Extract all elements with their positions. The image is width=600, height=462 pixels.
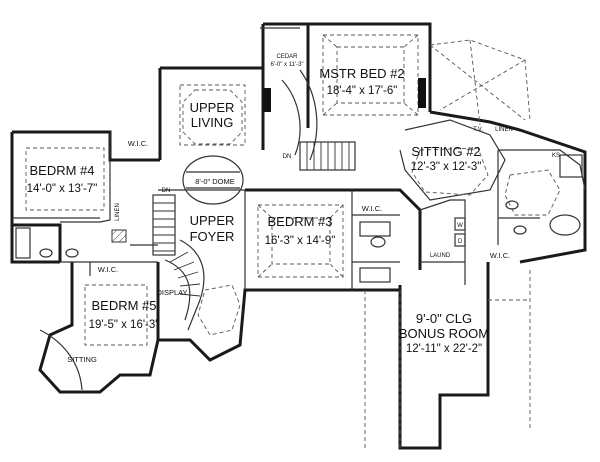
bonus-dims: 12'-11" x 22'-2" — [406, 343, 482, 355]
fireplace-right — [418, 78, 426, 108]
cedar-dims: 6'-0" x 11'-3" — [270, 62, 303, 68]
bedrm3-dims: 16'-3" x 14'-9" — [265, 235, 336, 247]
room-bedrm3: BEDRM #3 16'-3" x 14'-9" — [265, 214, 336, 247]
room-sitting2: SITTING #2 12'-3" x 12'-3" — [411, 144, 482, 173]
ceiling-outlines — [25, 34, 561, 450]
bonus-ceiling: 9'-0" CLG — [416, 311, 472, 326]
linen-label-left: LINEN — [115, 203, 121, 221]
washer-label: W — [457, 223, 463, 229]
wic-label-master: W.I.C. — [490, 251, 510, 260]
fireplace-left — [263, 88, 271, 112]
tv-label: T.V. — [473, 127, 483, 133]
bath-fixtures — [15, 154, 583, 283]
wic-label-bedrm4: W.I.C. — [128, 139, 148, 148]
dn-label-hall: DN — [283, 154, 292, 160]
ks-label: KS — [552, 153, 560, 159]
room-mstr-bed: MSTR BED #2 18'-4" x 17'-6" — [319, 66, 404, 97]
bedrm5-dims: 19'-5" x 16'-3" — [89, 319, 160, 331]
cedar-name: CEDAR — [276, 54, 298, 60]
chase-hatch — [111, 229, 127, 243]
room-upper-living: UPPER LIVING — [190, 100, 235, 130]
room-bonus: 9'-0" CLG BONUS ROOM 12'-11" x 22'-2" — [399, 311, 489, 355]
room-cedar: CEDAR 6'-0" x 11'-3" — [270, 54, 303, 68]
mstr-bed-dims: 18'-4" x 17'-6" — [327, 85, 398, 97]
upper-foyer-line2: FOYER — [190, 229, 235, 244]
room-bedrm4: BEDRM #4 14'-0" x 13'-7" — [27, 163, 98, 195]
upper-foyer-line1: UPPER — [190, 213, 235, 228]
wic-label-bedrm5: W.I.C. — [98, 265, 118, 274]
room-bedrm5: BEDRM #5 19'-5" x 16'-3" — [89, 298, 160, 331]
display-label: DISPLAY — [156, 288, 187, 297]
interior-walls — [12, 27, 586, 391]
bedrm4-dims: 14'-0" x 13'-7" — [27, 183, 98, 195]
bedrm5-name: BEDRM #5 — [91, 298, 156, 313]
upper-stairs — [152, 194, 176, 256]
wic-label-bedrm3: W.I.C. — [362, 204, 382, 213]
dome-label: 8'-0" DOME — [195, 177, 235, 186]
dome — [182, 155, 244, 205]
curved-stairs — [169, 251, 201, 297]
upper-living-line2: LIVING — [191, 115, 234, 130]
dryer-label: D — [458, 239, 463, 245]
bedrm3-name: BEDRM #3 — [267, 214, 332, 229]
mstr-bed-name: MSTR BED #2 — [319, 66, 404, 81]
sitting2-dims: 12'-3" x 12'-3" — [411, 161, 482, 173]
master-stairs — [299, 141, 356, 171]
upper-living-line1: UPPER — [190, 100, 235, 115]
room-upper-foyer: UPPER FOYER — [190, 213, 235, 244]
sitting2-name: SITTING #2 — [411, 144, 480, 159]
laund-label: LAUND — [430, 253, 451, 259]
linen-label-right: LINEN — [495, 127, 513, 133]
dn-label-stairs: DN — [162, 188, 171, 194]
bedrm4-name: BEDRM #4 — [29, 163, 94, 178]
sitting-label: SITTING — [67, 355, 97, 364]
bonus-name: BONUS ROOM — [399, 326, 489, 341]
